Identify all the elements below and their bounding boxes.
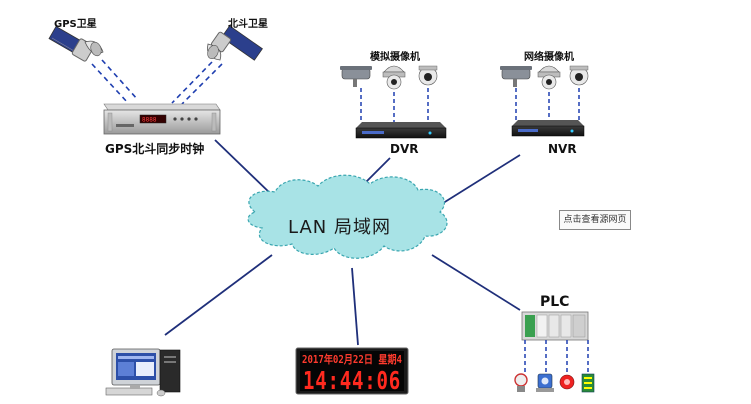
gps-satellite-icon (48, 25, 104, 62)
link-led-clock (351, 267, 359, 346)
link-plc (431, 254, 521, 311)
led-clock-display: 2017年02月22日 星期4 14:44:06 (295, 347, 409, 395)
view-source-link[interactable]: 点击查看源网页 (559, 210, 631, 230)
io-module-icon (581, 373, 595, 393)
bullet-camera-icon (340, 66, 372, 87)
bullet-camera-icon (500, 66, 532, 87)
link-computer (164, 254, 273, 336)
dome-camera-icon (418, 65, 438, 86)
network-links (164, 139, 521, 346)
plc-sensors (514, 373, 595, 393)
dvr-label: DVR (390, 142, 419, 156)
network-camera-label: 网络摄像机 (524, 52, 574, 63)
analog-camera-label: 模拟摄像机 (370, 52, 420, 63)
nvr-camera-links (515, 88, 580, 120)
lan-label: LAN 局域网 (288, 217, 391, 238)
clock-time: 14:44:06 (303, 366, 401, 395)
lan-cloud (247, 174, 448, 259)
gps-satellite-label: GPS卫星 (54, 19, 97, 30)
plc-sensor-links (524, 340, 589, 372)
dome-camera-icon (537, 65, 561, 90)
dome-camera-icon (382, 65, 406, 90)
beidou-satellite-label: 北斗卫星 (228, 19, 268, 30)
plc-label: PLC (540, 294, 570, 310)
dome-camera-icon (569, 65, 589, 86)
nvr-label: NVR (548, 142, 577, 156)
computer-icon (105, 348, 181, 397)
device-led-readout: 8888 (142, 117, 157, 124)
flow-meter-icon (536, 373, 554, 392)
satellite-beams (91, 59, 223, 105)
pressure-gauge-icon (514, 373, 528, 392)
beidou-satellite-icon (207, 25, 263, 61)
link-nvr (439, 154, 521, 206)
link-clock-device (214, 139, 273, 196)
clock-date: 2017年02月22日 星期4 (302, 352, 402, 366)
sync-clock-label: GPS北斗同步时钟 (105, 142, 205, 156)
sync-clock-device: 8888 (103, 103, 221, 135)
alarm-icon (559, 374, 575, 390)
dvr-recorder (355, 122, 447, 139)
nvr-recorder (511, 120, 585, 137)
network-cameras (500, 65, 589, 90)
analog-cameras (340, 65, 438, 90)
dvr-camera-links (360, 88, 429, 122)
plc-unit (521, 311, 589, 341)
